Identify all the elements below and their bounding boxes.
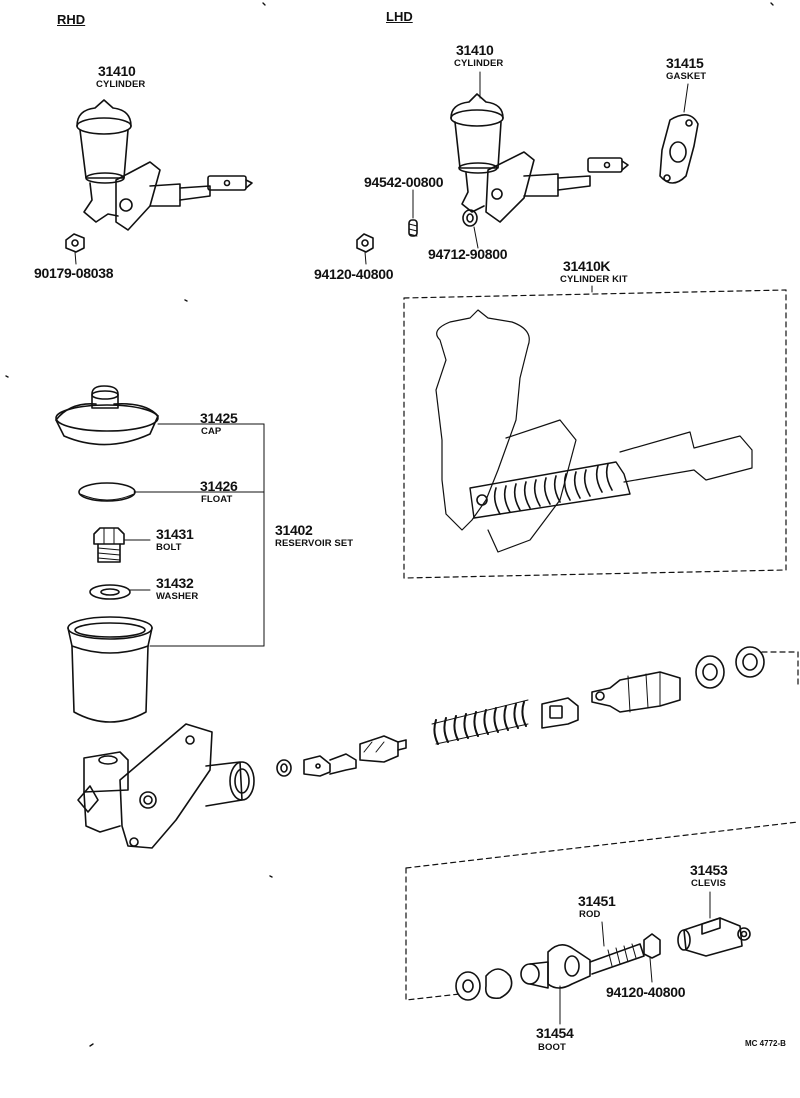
clevis-number: 31453 xyxy=(690,862,728,878)
print-specks xyxy=(5,2,774,1047)
lhd-master-cylinder-icon xyxy=(450,71,629,223)
bolt-name: BOLT xyxy=(156,542,182,553)
kit-name: CYLINDER KIT xyxy=(560,274,628,285)
gasket-number: 31415 xyxy=(666,55,704,71)
rhd-master-cylinder-icon xyxy=(76,99,253,231)
reservoir-set-name: RESERVOIR SET xyxy=(275,538,354,549)
piston-cup-2-icon xyxy=(735,646,765,678)
retainer-ring-icon xyxy=(455,971,481,1001)
lhd-washer-number: 94712-90800 xyxy=(428,246,508,262)
reservoir-leader-lines xyxy=(123,423,265,647)
pushrod-leader-lines xyxy=(559,921,605,1025)
cap-number: 31425 xyxy=(200,410,238,426)
pushrod-nut-number: 94120-40800 xyxy=(606,984,686,1000)
main-spring-icon xyxy=(431,699,529,745)
cylinder-internals xyxy=(276,646,799,777)
boot-name: BOOT xyxy=(538,1042,566,1053)
spring-pin-number: 94542-00800 xyxy=(364,174,444,190)
gasket-name: GASKET xyxy=(666,71,707,82)
float-icon xyxy=(78,482,136,502)
float-number: 31426 xyxy=(200,478,238,494)
clevis-icon xyxy=(677,891,751,957)
kit-number: 31410K xyxy=(563,258,611,274)
reservoir-set-number: 31402 xyxy=(275,522,313,538)
reservoir-washer-number: 31432 xyxy=(156,575,194,591)
lhd-spring-pin-icon xyxy=(408,189,418,237)
check-valve-icon xyxy=(303,753,357,777)
lhd-nut-icon xyxy=(356,233,374,265)
cylinder-body-icon xyxy=(77,723,255,849)
rhd-header: RHD xyxy=(57,12,86,27)
figure-code: MC 4772-B xyxy=(745,1039,786,1048)
boot-icon xyxy=(520,944,591,989)
clip-icon xyxy=(484,968,513,1000)
spring-seat-icon xyxy=(541,697,579,729)
cylinder-kit-box xyxy=(403,285,787,579)
reservoir-cap-icon xyxy=(55,385,159,446)
bolt-number: 31431 xyxy=(156,526,194,542)
spring-retainer-icon xyxy=(359,735,407,763)
clevis-name: CLEVIS xyxy=(691,878,726,889)
float-name: FLOAT xyxy=(201,494,233,505)
rod-number: 31451 xyxy=(578,893,616,909)
seal-icon xyxy=(276,759,292,777)
lhd-washer-icon xyxy=(462,209,479,249)
piston-icon xyxy=(591,671,681,713)
union-bolt-icon xyxy=(93,527,125,563)
rhd-cylinder-number: 31410 xyxy=(98,63,136,79)
lhd-cylinder-number: 31410 xyxy=(456,42,494,58)
lhd-cylinder-name: CYLINDER xyxy=(454,58,504,69)
rod-name: ROD xyxy=(579,909,601,920)
cap-name: CAP xyxy=(201,426,222,437)
pushrod-nut-icon xyxy=(643,933,661,983)
lhd-header: LHD xyxy=(386,9,413,24)
rhd-cylinder-name: CYLINDER xyxy=(96,79,146,90)
reservoir-washer-icon xyxy=(89,584,131,600)
gasket-icon xyxy=(659,83,699,184)
rhd-nut-icon xyxy=(65,233,85,265)
rhd-nut-number: 90179-08038 xyxy=(34,265,114,281)
boot-number: 31454 xyxy=(536,1025,574,1041)
pushrod-box xyxy=(405,821,799,1001)
piston-cup-1-icon xyxy=(695,655,725,689)
reservoir-icon xyxy=(67,616,153,723)
reservoir-washer-name: WASHER xyxy=(156,591,199,602)
lhd-nut-number: 94120-40800 xyxy=(314,266,394,282)
push-rod-icon xyxy=(589,943,645,975)
